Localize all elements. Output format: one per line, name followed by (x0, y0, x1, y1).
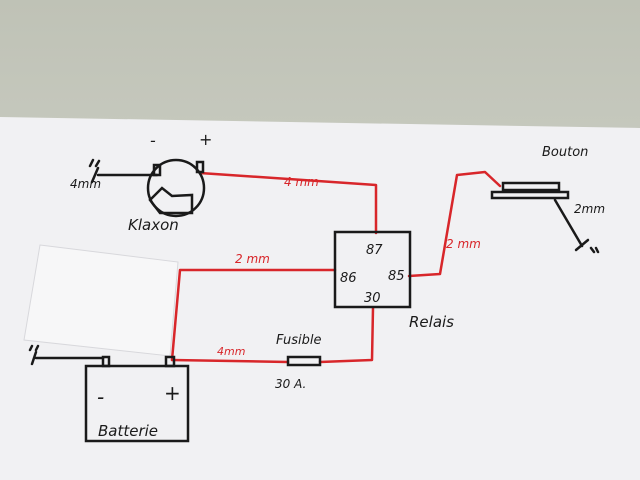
klaxon-minus-label: - (150, 131, 156, 150)
battery-plus-terminal (164, 355, 176, 368)
horn-ground-wire-label: 4mm (70, 177, 101, 191)
relay-pin-86: 86 (340, 271, 357, 286)
button-ground-wire (553, 198, 584, 248)
klaxon-trumpet (148, 186, 194, 215)
battery-label: Batterie (98, 422, 158, 440)
button-ground-label: 2mm (574, 202, 605, 216)
paper-card (23, 244, 179, 357)
button-top (501, 181, 561, 192)
wire-battery-to-fuse (170, 358, 290, 364)
battery-body (84, 364, 190, 443)
paper-sheet (0, 117, 640, 480)
wire-85-label: 2 mm (446, 237, 481, 251)
button-base (490, 190, 570, 200)
relay-pin-87: 87 (366, 243, 383, 258)
wire-86-label: 2 mm (235, 252, 270, 266)
button-label: Bouton (542, 145, 588, 160)
klaxon-plus-terminal (195, 160, 205, 174)
ground-symbol-horn (88, 158, 101, 184)
klaxon-plus-label: + (199, 130, 212, 149)
fuse-label: Fusible (276, 333, 321, 348)
klaxon-body (146, 158, 206, 218)
red-wires (170, 170, 502, 364)
wire-86-to-battery (170, 268, 337, 362)
wire-horn-to-87 (198, 171, 378, 235)
relay-pin-30: 30 (364, 291, 381, 306)
ground-symbol-battery (28, 344, 40, 366)
ground-symbol-button (574, 238, 600, 254)
relay-box (333, 230, 412, 309)
wire-fuse-label: 4mm (217, 345, 245, 358)
black-ink (28, 158, 600, 443)
battery-minus-label: - (97, 385, 104, 409)
wire-horn-label: 4 mm (284, 175, 319, 189)
klaxon-minus-terminal (152, 163, 162, 177)
klaxon-label: Klaxon (128, 216, 179, 234)
relay-label: Relais (409, 313, 454, 331)
battery-plus-label: + (164, 381, 181, 405)
wire-85-to-button (407, 170, 502, 278)
fuse-rating: 30 A. (275, 377, 306, 391)
wire-fuse-to-30 (318, 306, 375, 364)
relay-pin-85: 85 (388, 269, 405, 284)
fuse (286, 355, 322, 367)
battery-minus-terminal (101, 355, 111, 368)
